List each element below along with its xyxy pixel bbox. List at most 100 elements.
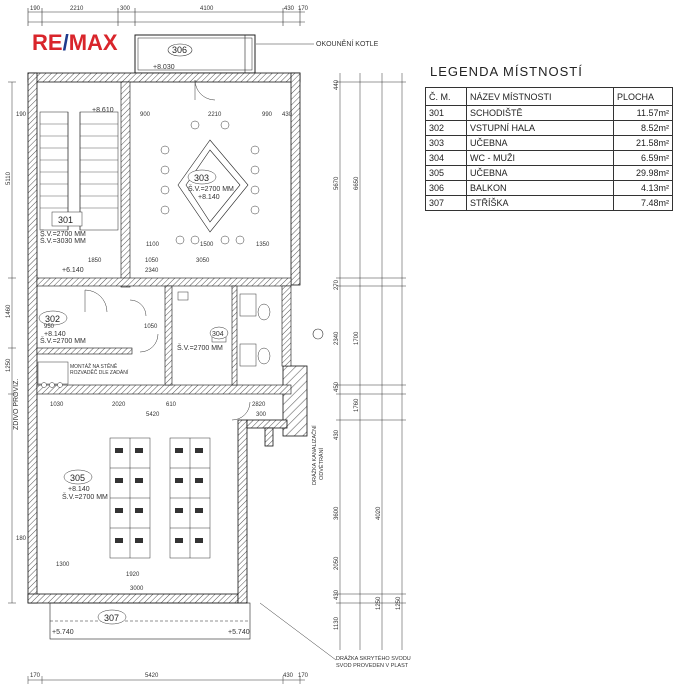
legend-cell: 303 [425,135,467,151]
dim-in-1: 900 [140,112,151,118]
legend-cell: 29.98m² [613,165,673,181]
dim-in-9: 1050 [145,258,159,264]
dim-left-4: 1250 [6,358,12,372]
dim-in-19: 300 [256,412,267,418]
dim-right-6: 2340 [334,331,340,345]
dim-top-4: 4100 [200,6,214,12]
note-panel: MONTÁŽ NA STĚNĚ [70,362,118,370]
legend-cell: 306 [425,180,467,196]
dim-top-6: 170 [298,6,309,12]
legend-header-area: PLOCHA [613,87,673,106]
interior-walls [36,81,292,395]
note-drazka: DRÁŽKA KANALIZAČNÍ [310,425,318,485]
dim-top-2: 2210 [70,6,84,12]
legend-cell: 21.58m² [613,135,673,151]
dim-right-3: 6650 [354,176,360,190]
dim-right-9: 430 [334,429,340,440]
room-301-height-b: Š.V.=3030 MM [40,236,86,245]
legend-cell: 4.13m² [613,180,673,196]
legend-cell: 305 [425,165,467,181]
legend-cell: 7.48m² [613,195,673,211]
dim-top-1: 190 [30,6,41,12]
dim-in-22: 1920 [126,572,140,578]
bottom-dimension-chain [27,676,305,684]
legend-cell: WC - MUŽI [466,150,614,166]
legend-cell: 307 [425,195,467,211]
roof-307 [49,602,251,640]
room-303-level: +8.140 [198,194,220,201]
legend-cell: 6.59m² [613,150,673,166]
dim-right-1: 440 [334,79,340,90]
room-label-302: 302 [45,314,60,324]
dim-right-11: 4020 [376,506,382,520]
legend-cell: UČEBNA [466,135,614,151]
legend-cell: SCHODIŠTĚ [466,105,614,121]
legend-title: LEGENDA MÍSTNOSTÍ [430,64,583,79]
dim-right-15: 430 [334,589,340,600]
dim-right-5: 1700 [354,331,360,345]
dim-left-5: 180 [16,536,27,542]
dim-bottom-1: 170 [30,673,41,679]
room-301-height: Š.V.=2700 MM [40,229,86,238]
door-swings [84,79,251,421]
room-label-301: 301 [58,215,73,225]
dim-in-15: 1030 [50,402,64,408]
dim-left-3: 1460 [6,304,12,318]
left-dimension-chain [8,81,16,604]
dim-left-1: 190 [16,112,27,118]
room-legend: LEGENDA MÍSTNOSTÍ Č. M. NÁZEV MÍSTNOSTI … [425,60,673,211]
dim-in-18: 610 [166,402,177,408]
top-dimension-chain [27,8,305,26]
note-okapnice: OKOUNĚNÍ KOTLE [316,39,379,48]
electric-panel [37,361,69,388]
section-marker [312,328,324,340]
level-306: +8.030 [153,64,175,71]
dim-in-17: 5420 [146,412,160,418]
room-305-height: Š.V.=2700 MM [62,492,108,501]
dim-in-3: 990 [262,112,273,118]
dim-right-8: 1760 [354,398,360,412]
dim-in-14: 2820 [252,402,266,408]
staircase-301 [39,111,119,231]
room-305-monitors [115,448,203,543]
wc-304-fixtures [177,291,271,367]
dim-right-10: 3600 [334,506,340,520]
legend-header-no: Č. M. [425,87,467,106]
dim-right-13: 1250 [376,596,382,610]
legend-cell: STŘÍŠKA [466,195,614,211]
room-303-chairs [160,120,260,245]
legend-cell: UČEBNA [466,165,614,181]
note-odvetrani: ODVĚTRÁNÍ [317,447,325,480]
dim-top-5: 430 [284,6,295,12]
legend-cell: 304 [425,150,467,166]
legend-cell: 301 [425,105,467,121]
legend-header-name: NÁZEV MÍSTNOSTI [466,87,614,106]
dim-in-12: 950 [44,324,55,330]
legend-cell: BALKON [466,180,614,196]
dim-in-7: 1350 [256,242,270,248]
note-svod-2: SVOD PROVEDEN V PLAST [336,663,409,669]
dim-right-16: 1130 [334,616,340,630]
legend-cell: VSTUPNÍ HALA [466,120,614,136]
dim-in-10: 2340 [145,268,159,274]
dim-bottom-2: 5420 [145,673,159,679]
right-wing [246,365,308,447]
level-307-b: +5.740 [228,629,250,636]
room-305-level: +8.140 [68,486,90,493]
dim-right-2: 5670 [334,176,340,190]
room-301-level: +6.140 [62,267,84,274]
level-307-a: +5.740 [52,629,74,636]
legend-header-row: Č. M. NÁZEV MÍSTNOSTI PLOCHA [425,87,673,106]
dim-bottom-3: 430 [283,673,294,679]
dim-right-12: 2050 [334,556,340,570]
room-label-303: 303 [194,173,209,183]
dim-in-4: 430 [282,112,293,118]
room-label-306: 306 [172,45,187,55]
dim-right-4: 270 [334,279,340,290]
